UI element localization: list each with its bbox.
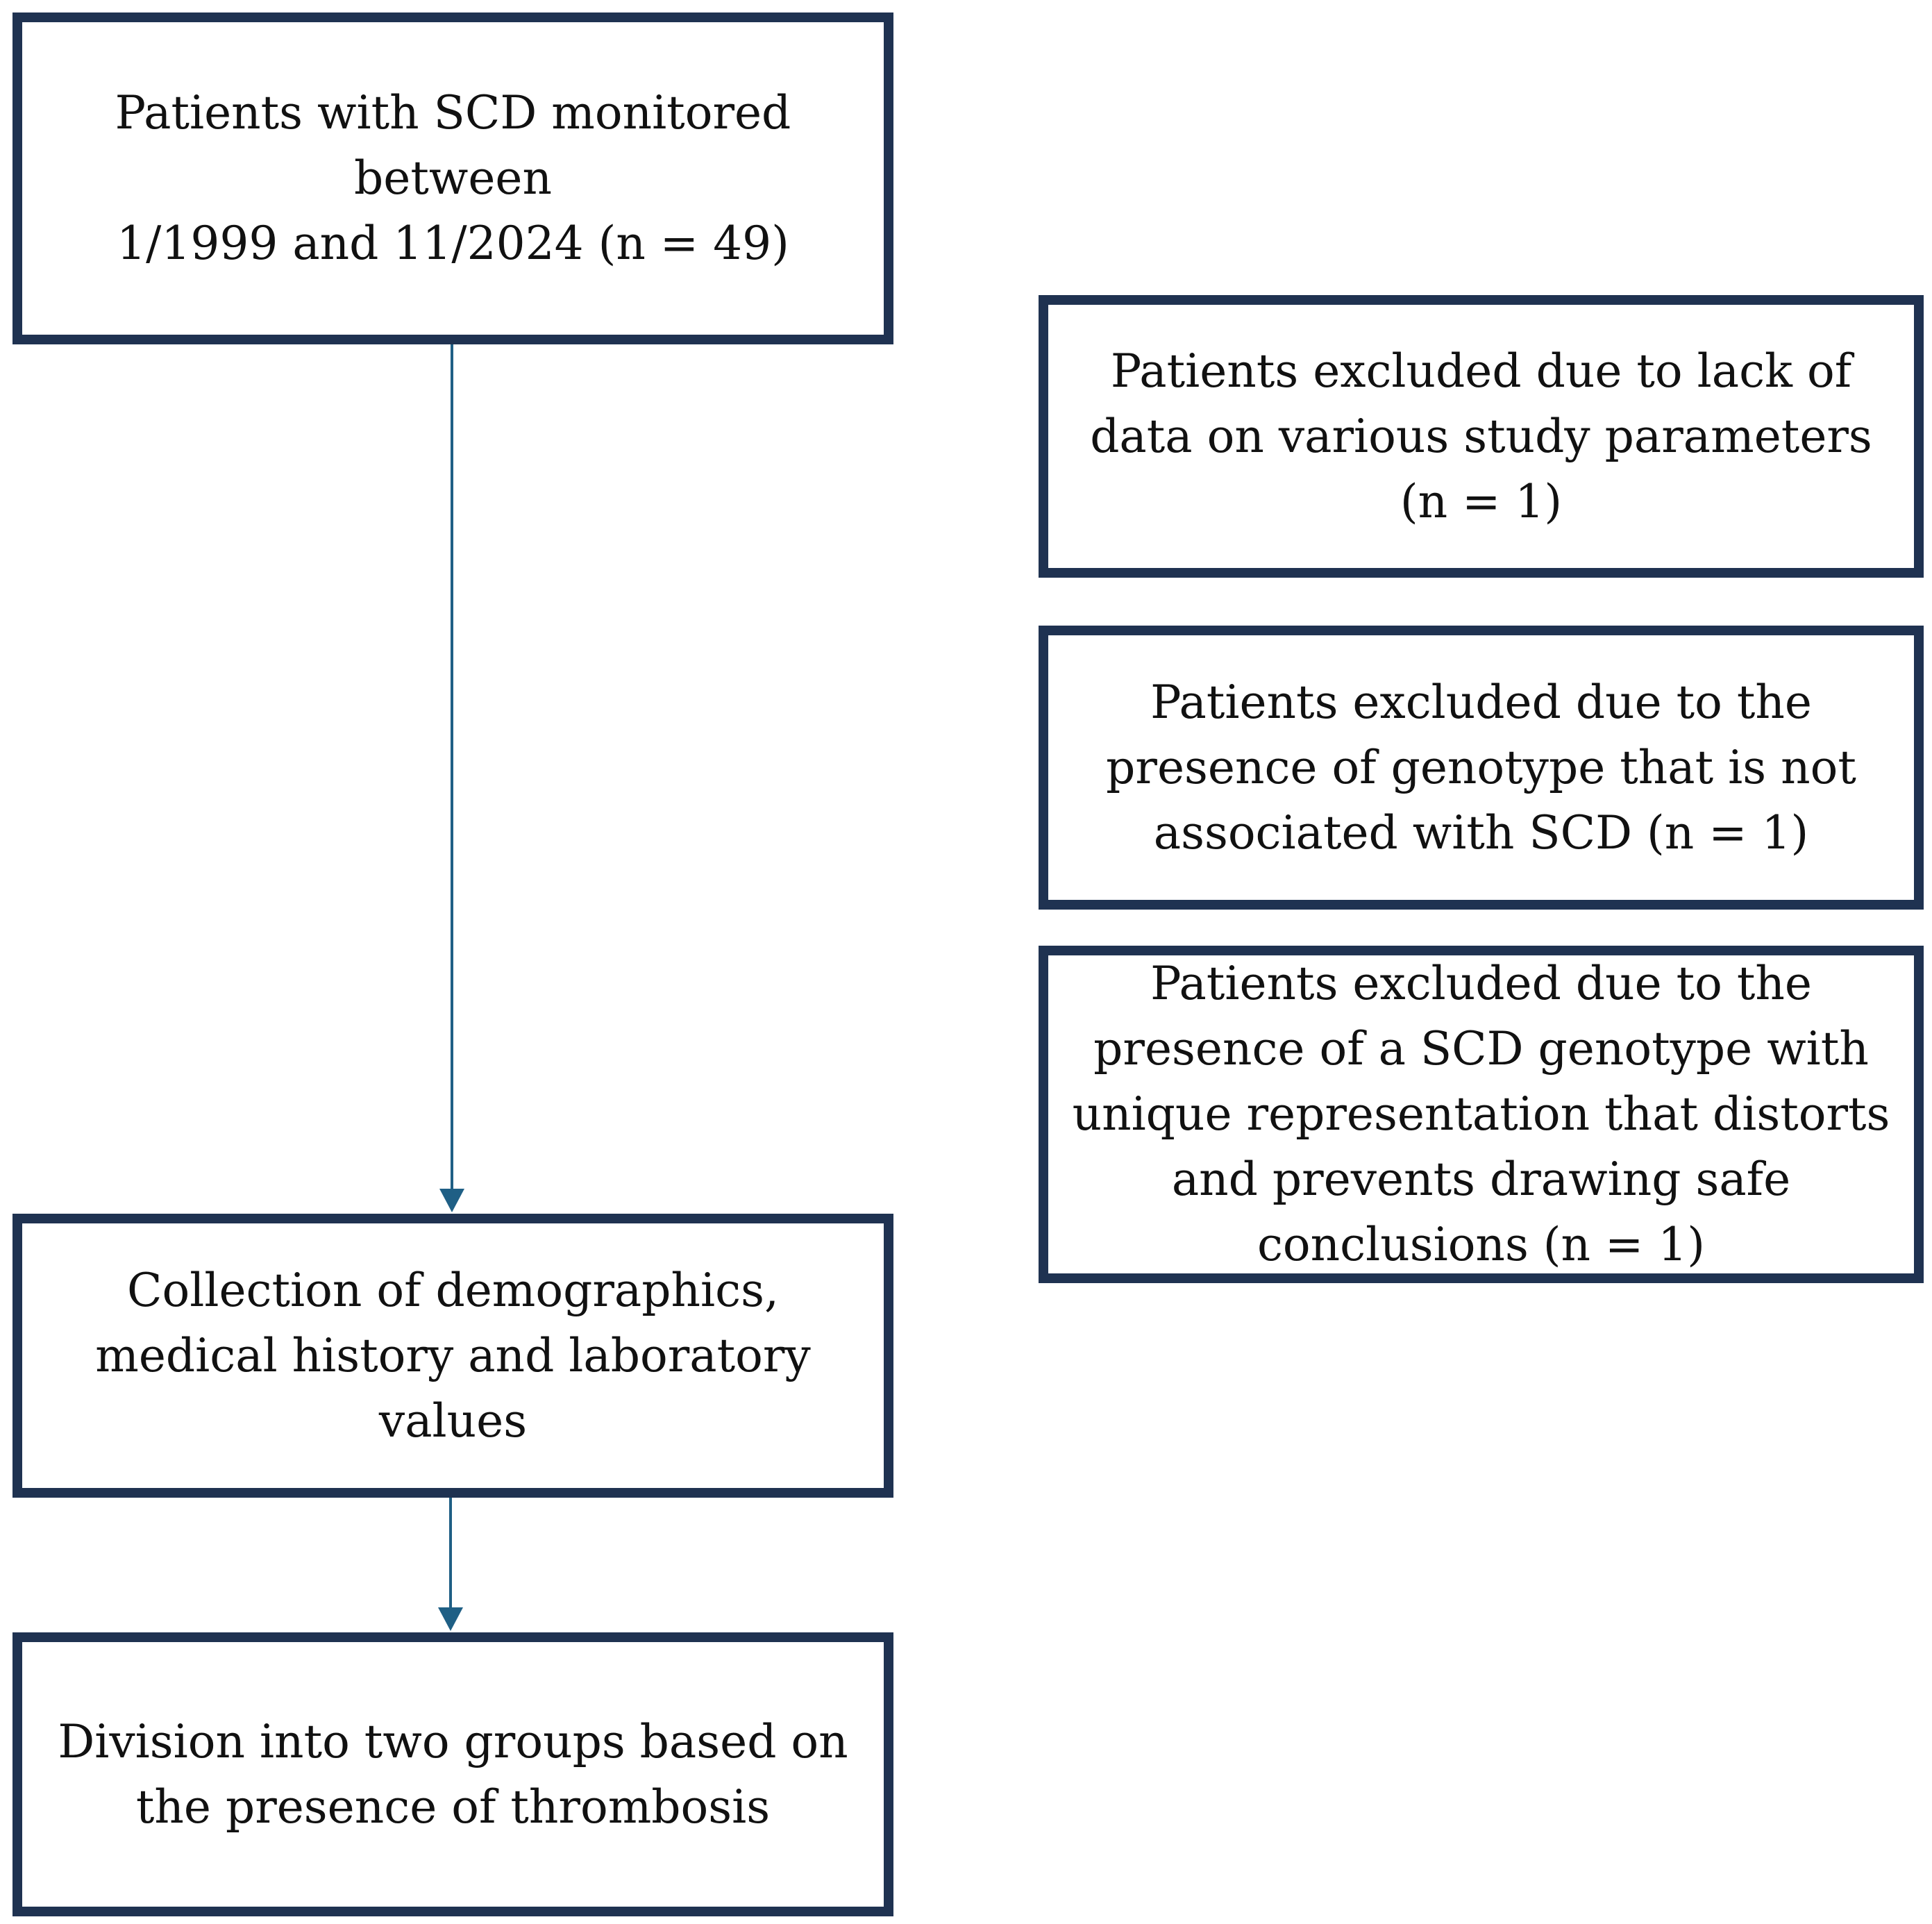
box-text-line: conclusions (n = 1)	[1257, 1218, 1706, 1271]
box-text-line: presence of a SCD genotype with	[1093, 1022, 1869, 1076]
arrowhead-collection	[439, 1189, 464, 1212]
box-group-division: Division into two groups based on the pr…	[12, 1632, 893, 1916]
box-data-collection: Collection of demographics, medical hist…	[12, 1214, 893, 1498]
box-text-line: Patients excluded due to the	[1150, 957, 1812, 1010]
box-text-line: Patients excluded due to lack of	[1110, 344, 1852, 398]
box-text-line: data on various study parameters	[1090, 409, 1872, 463]
box-text-line: values	[378, 1394, 528, 1448]
box-text-line: unique representation that distorts	[1072, 1087, 1890, 1141]
box-text-line: presence of genotype that is not	[1106, 740, 1856, 794]
box-text-line: (n = 1)	[1400, 474, 1563, 528]
arrowhead-division	[438, 1607, 463, 1631]
box-exclusion-missing-data: Patients excluded due to lack of data on…	[1039, 295, 1924, 578]
box-text-line: and prevents drawing safe	[1171, 1153, 1791, 1206]
box-text-line: Division into two groups based on	[58, 1714, 848, 1768]
box-text-line: Patients excluded due to the	[1150, 675, 1812, 729]
box-text-line: Collection of demographics,	[127, 1263, 779, 1317]
box-text-line: 1/1999 and 11/2024 (n = 49)	[117, 217, 789, 270]
box-text-line: associated with SCD (n = 1)	[1153, 805, 1809, 860]
box-patients-monitored: Patients with SCD monitored between 1/19…	[12, 12, 893, 344]
box-text-line: between	[354, 151, 552, 205]
box-text-line: medical history and laboratory	[95, 1328, 811, 1382]
box-text-line: Patients with SCD monitored	[115, 86, 791, 140]
box-exclusion-non-scd-genotype: Patients excluded due to the presence of…	[1039, 626, 1924, 910]
box-exclusion-unique-genotype: Patients excluded due to the presence of…	[1039, 946, 1924, 1283]
box-text-line: the presence of thrombosis	[135, 1780, 771, 1834]
